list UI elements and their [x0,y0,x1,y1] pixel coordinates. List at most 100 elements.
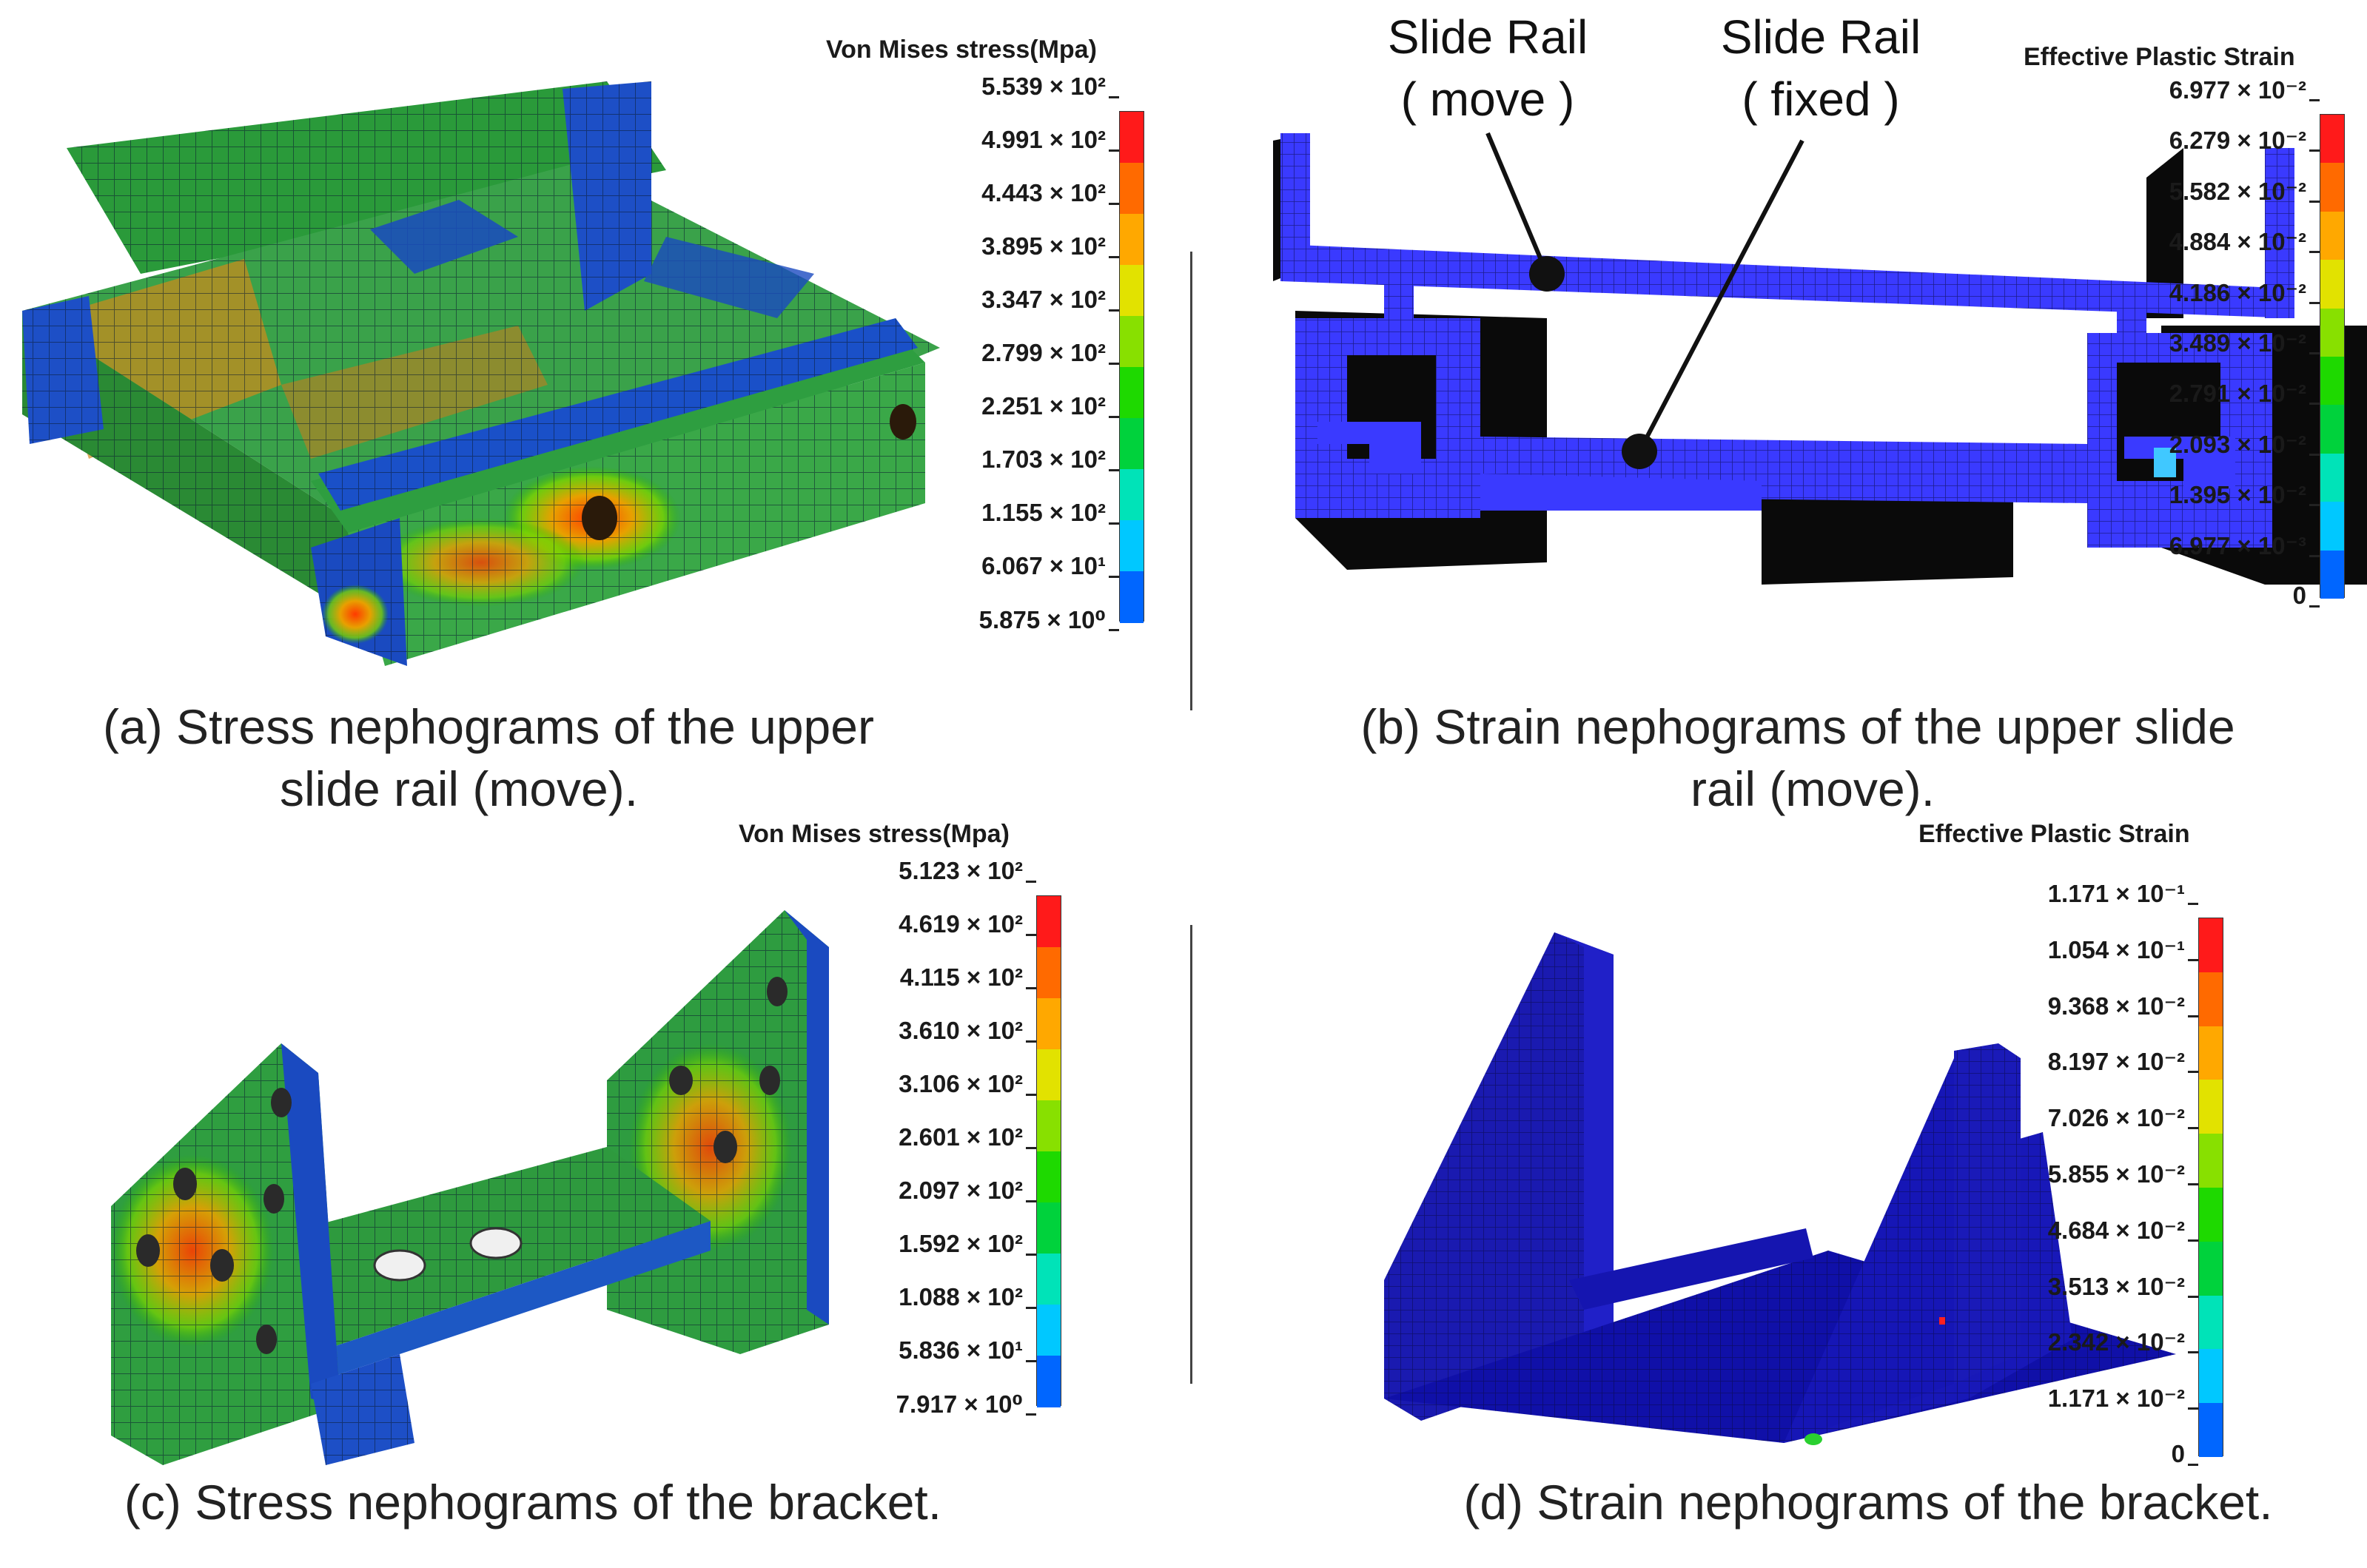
colorbar-tick [1026,1040,1036,1043]
colorbar-tick-label: 3.106 × 10² [899,1070,1023,1097]
colorbar-tick-label: 5.582 × 10⁻² [2169,177,2306,205]
colorbar-tick-label: 8.197 × 10⁻² [2047,1048,2185,1076]
colorbar-tick-label: 1.171 × 10⁻² [2047,1384,2185,1413]
colorbar-tick [1026,934,1036,936]
colorbar-tick-label: 5.539 × 10² [981,73,1106,100]
colorbar-tick [2309,554,2320,557]
colorbar-segment [2320,453,2344,502]
colorbar-segment [2320,357,2344,406]
colorbar-tick-label: 3.347 × 10² [981,286,1106,313]
colorbar-tick [2309,301,2320,304]
slide-rail-stress-model [22,81,940,666]
colorbar-tick-label: 2.342 × 10⁻² [2047,1328,2185,1356]
colorbar-segment [1120,571,1144,623]
colorbar-segment [2199,918,2223,973]
colorbar-tick-label: 2.791 × 10⁻² [2169,380,2306,408]
colorbar-tick [1109,203,1119,205]
callout-move-line1: Slide Rail [1387,10,1588,64]
colorbar-segment [2199,972,2223,1027]
colorbar-segment [1120,520,1144,572]
colorbar-segment [1120,316,1144,368]
colorbar-tick [2188,1351,2198,1354]
colorbar-tick-label: 1.155 × 10² [981,499,1106,526]
colorbar-segment [1037,1202,1061,1254]
colorbar-segment [2320,115,2344,164]
legend-title: Von Mises stress(Mpa) [739,820,1010,848]
colorbar-segment [1037,1049,1061,1101]
colorbar-tick-label: 5.836 × 10¹ [899,1336,1023,1364]
panel-b-strain-slide-rail: Slide Rail ( move ) Slide Rail ( fixed )… [1199,0,2367,816]
caption-a-line1: (a) Stress nephograms of the upper [103,699,874,754]
colorbar-tick [2188,1407,2198,1410]
colorbar-tick-label: 7.917 × 10⁰ [896,1390,1023,1418]
colorbar [1119,111,1144,623]
colorbar-tick-label: 5.123 × 10² [899,857,1023,884]
colorbar-tick [1109,629,1119,631]
colorbar-tick-label: 5.855 × 10⁻² [2047,1160,2185,1188]
colorbar-tick-label: 4.684 × 10⁻² [2047,1216,2185,1244]
colorbar-tick-label: 4.186 × 10⁻² [2169,278,2306,306]
colorbar-segment [1037,1305,1061,1356]
colorbar-segment [2199,1295,2223,1350]
colorbar-tick-label: 9.368 × 10⁻² [2047,992,2185,1020]
divider-top [1190,252,1192,710]
colorbar-tick [2188,1239,2198,1242]
colorbar-tick [1109,576,1119,578]
caption-b-line1: (b) Strain nephograms of the upper slide [1360,699,2235,754]
colorbar-tick-label: 3.489 × 10⁻² [2169,329,2306,357]
colorbar-segment [1037,1100,1061,1152]
colorbar-segment [1037,1356,1061,1407]
colorbar-segment [2320,550,2344,599]
colorbar-segment [2320,308,2344,357]
colorbar-tick-label: 1.592 × 10² [899,1230,1023,1257]
colorbar-tick-label: 1.703 × 10² [981,445,1106,473]
caption-b: (b) Strain nephograms of the upper slide… [1199,696,2367,820]
colorbar-tick-label: 2.799 × 10² [981,339,1106,366]
colorbar [2320,114,2345,599]
colorbar-tick [2309,504,2320,507]
colorbar-tick-label: 1.171 × 10⁻¹ [2047,880,2185,907]
colorbar-tick-label: 0 [2292,582,2306,609]
colorbar-tick [1026,987,1036,989]
caption-b-line2: rail (move). [1690,761,1935,816]
colorbar-tick [1026,1147,1036,1149]
colorbar-tick [2188,1127,2198,1130]
colorbar-tick-label: 2.093 × 10⁻² [2169,430,2306,458]
colorbar-segment [1037,998,1061,1050]
colorbar-tick [2309,403,2320,406]
colorbar-tick [1109,149,1119,152]
colorbar-tick-label: 3.610 × 10² [899,1017,1023,1044]
callout-move-line2: ( move ) [1400,73,1575,126]
colorbar-segment [2320,260,2344,309]
colorbar-segment [1037,947,1061,999]
colorbar-tick-label: 6.977 × 10⁻³ [2169,531,2306,559]
colorbar-tick [2188,1464,2198,1466]
colorbar-segment [1120,367,1144,419]
colorbar-tick [1109,416,1119,418]
colorbar-tick [2309,251,2320,254]
colorbar-tick-label: 4.443 × 10² [981,179,1106,206]
colorbar-segment [2199,1188,2223,1242]
caption-a-line2: slide rail (move). [279,761,639,816]
panel-c-stress-bracket: Von Mises stress(Mpa) 5.123 × 10² 4.619 ×… [0,820,1184,1568]
colorbar-tick [2309,605,2320,608]
colorbar [1036,895,1061,1407]
callout-fixed-line2: ( fixed ) [1742,73,1900,126]
colorbar-tick-label: 0 [2171,1440,2185,1467]
caption-c: (c) Stress nephograms of the bracket. [124,1475,942,1530]
colorbar-tick [1026,1200,1036,1202]
colorbar-tick [2188,1071,2198,1074]
colorbar-tick [1026,1307,1036,1309]
colorbar-tick-label: 2.097 × 10² [899,1177,1023,1204]
colorbar-tick [2188,958,2198,961]
colorbar [2198,918,2223,1458]
colorbar-segment [1120,265,1144,317]
colorbar-tick [2309,200,2320,203]
colorbar-segment [2199,1241,2223,1296]
legend-title: Effective Plastic Strain [1918,820,2190,848]
colorbar-tick [1109,256,1119,258]
legend-title: Von Mises stress(Mpa) [826,36,1097,64]
colorbar-tick-label: 4.619 × 10² [899,910,1023,938]
